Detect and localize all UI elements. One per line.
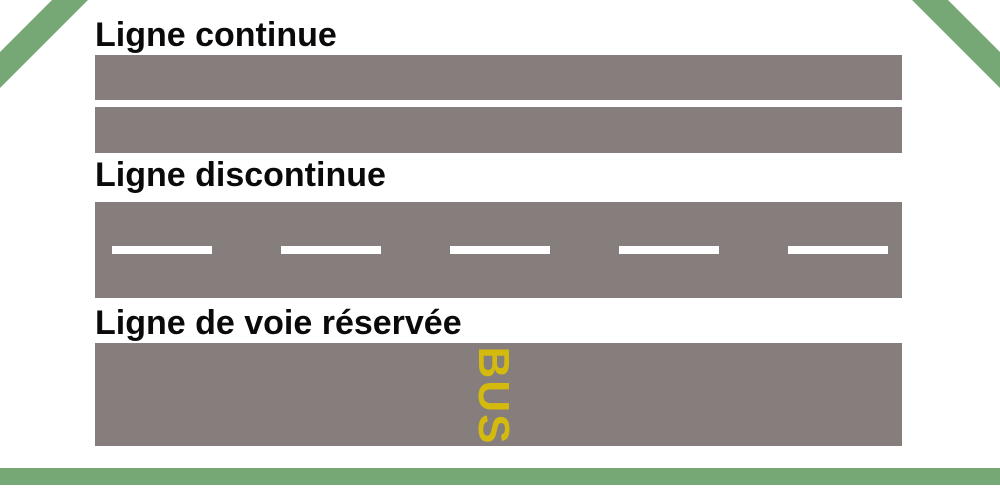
dash-segment xyxy=(450,246,550,254)
dash-segment xyxy=(788,246,888,254)
road-continuous-line xyxy=(95,55,902,153)
section-title-continuous: Ligne continue xyxy=(95,16,337,54)
dash-segment xyxy=(619,246,719,254)
bottom-green-bar xyxy=(0,468,1000,485)
bus-lane-label: BUS xyxy=(469,346,518,446)
dash-segment xyxy=(281,246,381,254)
top-right-corner-stripe xyxy=(912,0,1000,88)
continuous-white-line xyxy=(95,100,902,107)
section-title-dashed: Ligne discontinue xyxy=(95,156,386,194)
road-reserved-lane: BUS xyxy=(95,343,902,446)
road-dashed-line xyxy=(95,202,902,298)
dash-segment xyxy=(112,246,212,254)
top-left-corner-stripe xyxy=(0,0,88,88)
section-title-reserved-lane: Ligne de voie réservée xyxy=(95,304,462,342)
